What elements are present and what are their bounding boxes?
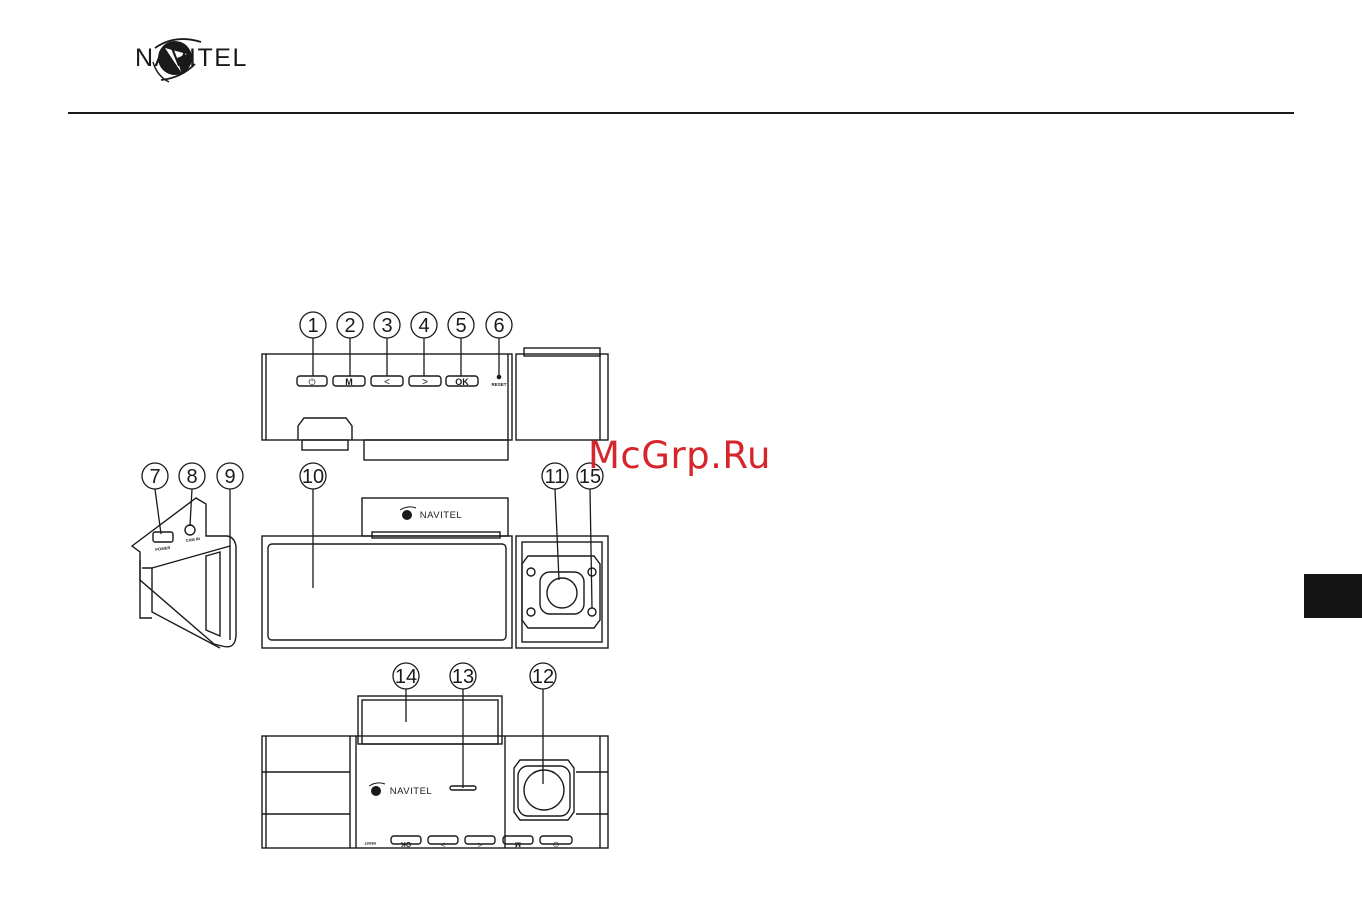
power-button-label: ⏻ [308,377,315,387]
rear-next-label: > [440,840,445,849]
reset-label: RESET [491,382,506,387]
rear-ok-label: OK [401,840,412,847]
ok-button-label: OK [455,377,469,387]
callout-3: 3 [381,315,392,337]
callout-14: 14 [395,666,417,688]
cam-in-port-icon[interactable] [185,525,195,535]
rear-power-label: ⏻ [553,840,559,848]
callout-8: 8 [186,466,197,488]
prev-button-label: < [384,377,390,388]
next-button-label: > [422,377,428,388]
callout-11: 11 [545,466,566,488]
display-screen [268,544,506,640]
callout-6: 6 [493,315,504,337]
callouts [142,312,603,788]
front-camera-lens-icon [547,578,577,608]
callout-9: 9 [224,466,235,488]
rear-menu-label: M [515,840,521,847]
callout-5: 5 [455,315,466,337]
callout-10: 10 [302,466,324,488]
callout-2: 2 [344,315,355,337]
watermark-text: McGrp.Ru [588,434,771,477]
rear-camera-lens-icon [524,770,564,810]
rear-brand-label: NAVITEL [390,786,432,797]
rear-reset-label: RESET [363,841,376,845]
front-brand-label: NAVITEL [420,510,462,521]
menu-button-label: M [345,377,353,387]
rear-view [262,696,608,848]
callout-4: 4 [418,315,429,337]
cam-in-port-label: CAM IN [185,536,200,543]
page-side-tab [1304,574,1362,618]
callout-7: 7 [149,466,160,488]
rear-navitel-logo-icon [369,783,385,796]
rear-prev-label: < [477,840,482,849]
power-port[interactable] [153,532,173,542]
top-view [262,348,608,460]
side-view [132,498,236,648]
power-port-label: POWER [155,545,171,552]
callout-labels: 1 2 3 4 5 6 7 8 9 10 11 15 14 13 12 [149,315,601,688]
callout-1: 1 [307,315,318,337]
callout-12: 12 [532,666,554,688]
front-navitel-logo-icon [400,507,416,520]
callout-13: 13 [452,666,474,688]
